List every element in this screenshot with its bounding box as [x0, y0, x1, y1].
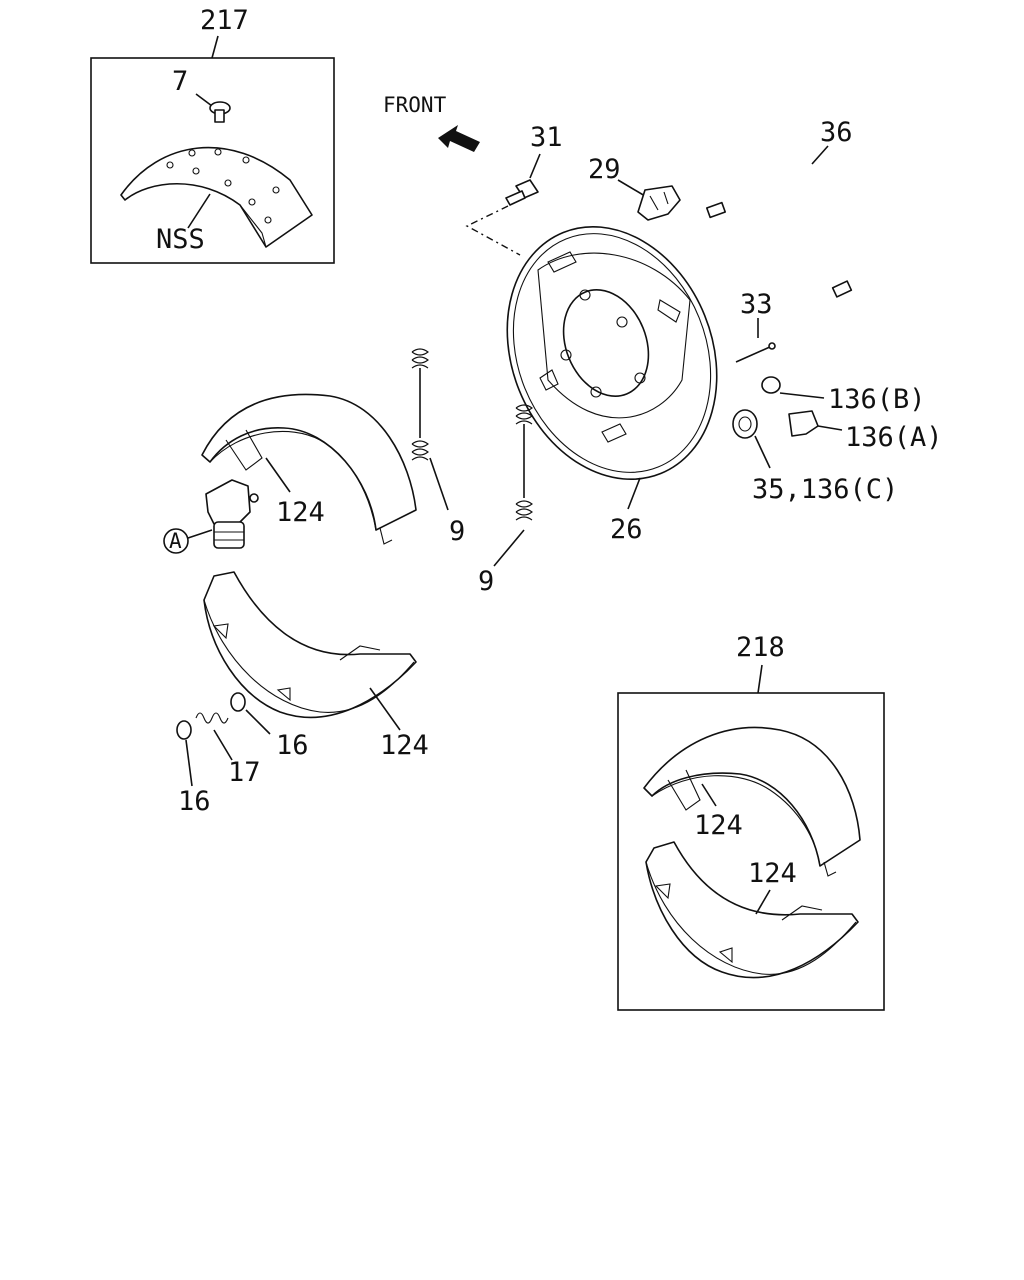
- pin-icon: [735, 345, 773, 363]
- plug-icon: [761, 376, 781, 394]
- group-217-number: 217: [200, 5, 249, 36]
- bolt-icon: [505, 179, 539, 206]
- part-7-label: 7: [172, 66, 188, 97]
- group-217: 217 7 NSS: [90, 5, 335, 264]
- part-29-label: 29: [588, 154, 621, 185]
- clip-icon: [788, 410, 819, 437]
- spring-lower: 9: [478, 404, 533, 597]
- spring-9-upper-label: 9: [449, 516, 465, 547]
- grommet-icon: [732, 409, 758, 439]
- part-36: 36: [705, 117, 881, 298]
- group-218-number: 218: [736, 632, 785, 663]
- part-136b-label: 136(B): [828, 384, 926, 415]
- part-31: 31: [465, 122, 563, 256]
- part-29: 29: [588, 154, 681, 221]
- group-218: 218 124 124: [617, 632, 885, 1011]
- brake-shoe-upper: [201, 393, 417, 545]
- part-136a: 136(A): [788, 410, 943, 453]
- part-17-label: 17: [228, 757, 261, 788]
- front-arrow-icon: [438, 125, 480, 152]
- part-36-label: 36: [820, 117, 853, 148]
- rivet-icon: [209, 101, 231, 123]
- brake-lining-icon: [120, 146, 313, 248]
- part-136a-label: 136(A): [845, 422, 943, 453]
- part-33: 33: [735, 289, 776, 363]
- spring-upper: 9: [411, 348, 465, 547]
- washer-icon: [230, 692, 246, 712]
- callout-a-circle: [163, 528, 189, 554]
- backing-plate: [506, 225, 718, 481]
- front-label: FRONT: [383, 93, 447, 117]
- shoe-124-upper-label: 124: [276, 497, 325, 528]
- kit-shoe-124-lower-label: 124: [748, 858, 797, 889]
- kit-shoe-lower: [645, 841, 859, 979]
- front-indicator: FRONT: [383, 93, 480, 152]
- part-16-left-label: 16: [178, 786, 211, 817]
- part-31-label: 31: [530, 122, 563, 153]
- part-16-right: 16: [230, 692, 309, 761]
- nss-label: NSS: [156, 224, 205, 255]
- group-218-frame: [617, 692, 885, 1011]
- spring-17-icon: [195, 712, 229, 724]
- kit-shoe-upper: [643, 726, 861, 877]
- part-35-136c-label: 35,136(C): [752, 474, 898, 505]
- part-33-label: 33: [740, 289, 773, 320]
- spring-9-lower-label: 9: [478, 566, 494, 597]
- callout-a-label: A: [169, 529, 182, 553]
- sensor-clip-icon: [637, 185, 681, 221]
- part-136b: 136(B): [761, 376, 926, 415]
- part-17: 17: [195, 712, 261, 788]
- wheel-cylinder-icon: [205, 479, 251, 529]
- brake-shoe-lower: [203, 571, 417, 719]
- part-16-left: 16: [176, 720, 211, 817]
- part-35-136c: 35,136(C): [732, 409, 898, 505]
- part-16-right-label: 16: [276, 730, 309, 761]
- shoe-124-lower-label: 124: [380, 730, 429, 761]
- part-26-label: 26: [610, 514, 643, 545]
- wheel-cylinder: A: [163, 479, 259, 554]
- kit-shoe-124-upper-label: 124: [694, 810, 743, 841]
- washer-icon: [176, 720, 192, 740]
